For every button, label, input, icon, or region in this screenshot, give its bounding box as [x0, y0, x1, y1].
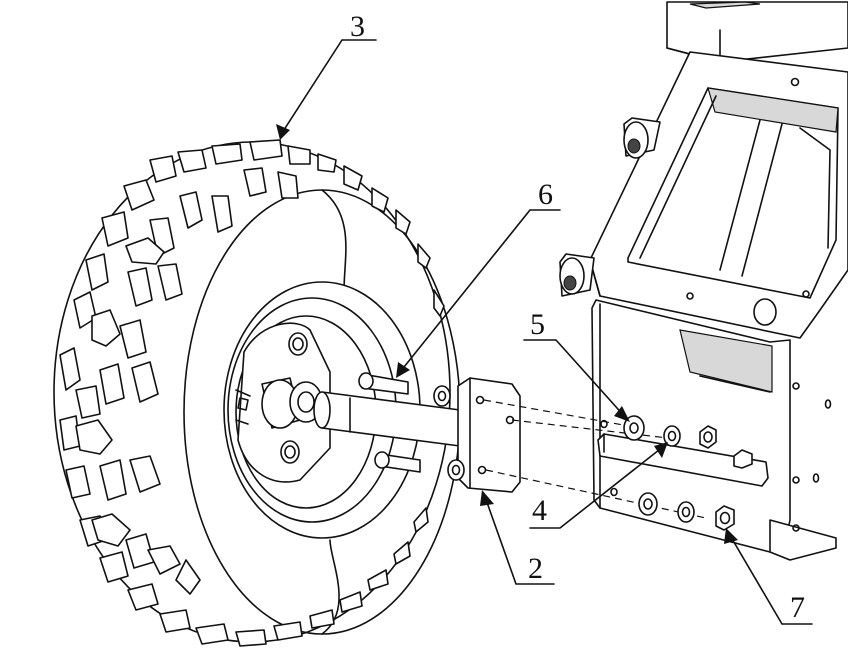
hub-lug-nuts — [280, 332, 308, 464]
callout-label-2: 2 — [528, 552, 543, 585]
callout-label-4: 4 — [532, 494, 547, 527]
callout-label-7: 7 — [790, 591, 805, 624]
frame-roller-upper — [623, 117, 661, 159]
frame-assembly — [559, 1, 848, 339]
exploded-fasteners — [483, 399, 753, 531]
frame-roller-lower — [559, 253, 595, 297]
stud-bolts — [358, 372, 421, 473]
mounting-plate — [433, 377, 521, 493]
tire — [53, 139, 461, 647]
callout-leaders — [276, 39, 813, 625]
callout-label-3: 3 — [350, 10, 365, 43]
callout-label-6: 6 — [538, 178, 553, 211]
tread-blocks — [59, 139, 445, 647]
callout-label-5: 5 — [530, 308, 545, 341]
side-bracket — [591, 299, 837, 561]
